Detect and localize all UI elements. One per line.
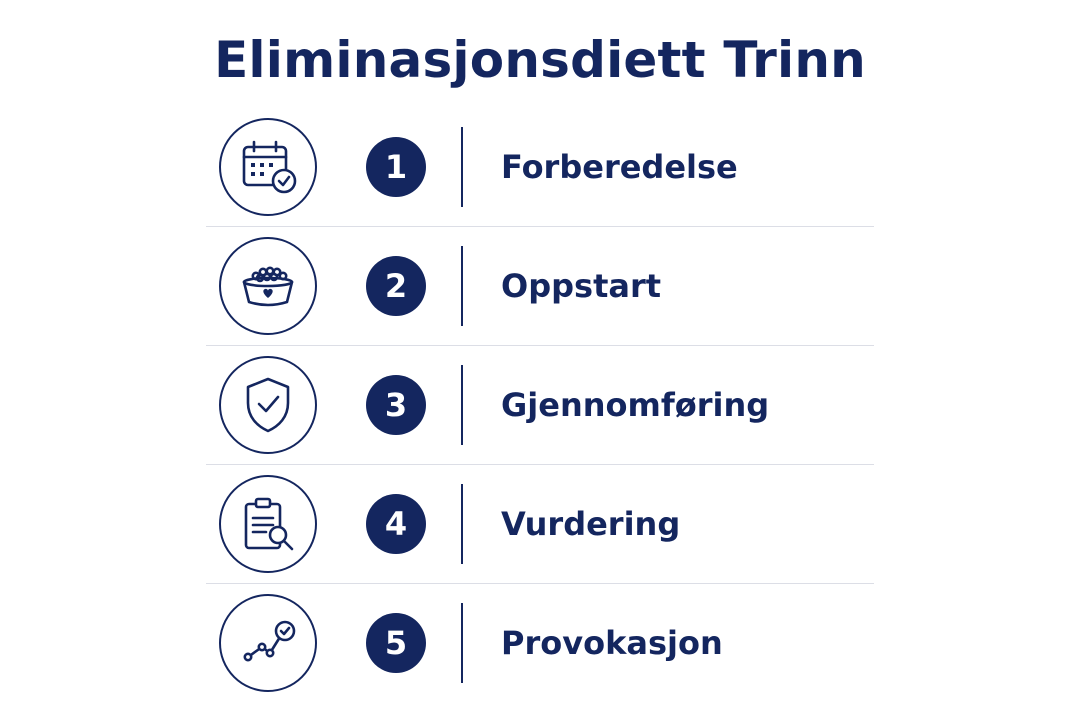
vertical-divider xyxy=(461,365,463,445)
food-bowl-heart-icon xyxy=(219,237,317,335)
vertical-divider xyxy=(461,127,463,207)
shield-check-icon xyxy=(219,356,317,454)
step-label: Provokasjon xyxy=(501,624,723,662)
vertical-divider xyxy=(461,246,463,326)
clipboard-search-icon xyxy=(219,475,317,573)
step-number-badge: 1 xyxy=(366,137,426,197)
calendar-check-icon xyxy=(219,118,317,216)
step-item-4: 4 Vurdering xyxy=(206,465,874,584)
step-label: Forberedelse xyxy=(501,148,738,186)
vertical-divider xyxy=(461,484,463,564)
step-number-badge: 4 xyxy=(366,494,426,554)
step-label: Vurdering xyxy=(501,505,681,543)
steps-list: 1 Forberedelse 2 Oppstart xyxy=(206,108,874,702)
vertical-divider xyxy=(461,603,463,683)
step-label: Gjennomføring xyxy=(501,386,770,424)
step-item-3: 3 Gjennomføring xyxy=(206,346,874,465)
page-title: Eliminasjonsdiett Trinn xyxy=(214,31,866,89)
step-item-2: 2 Oppstart xyxy=(206,227,874,346)
step-item-5: 5 Provokasjon xyxy=(206,584,874,702)
step-label: Oppstart xyxy=(501,267,662,305)
step-number-badge: 5 xyxy=(366,613,426,673)
step-item-1: 1 Forberedelse xyxy=(206,108,874,227)
trend-check-icon xyxy=(219,594,317,692)
step-number-badge: 3 xyxy=(366,375,426,435)
step-number-badge: 2 xyxy=(366,256,426,316)
